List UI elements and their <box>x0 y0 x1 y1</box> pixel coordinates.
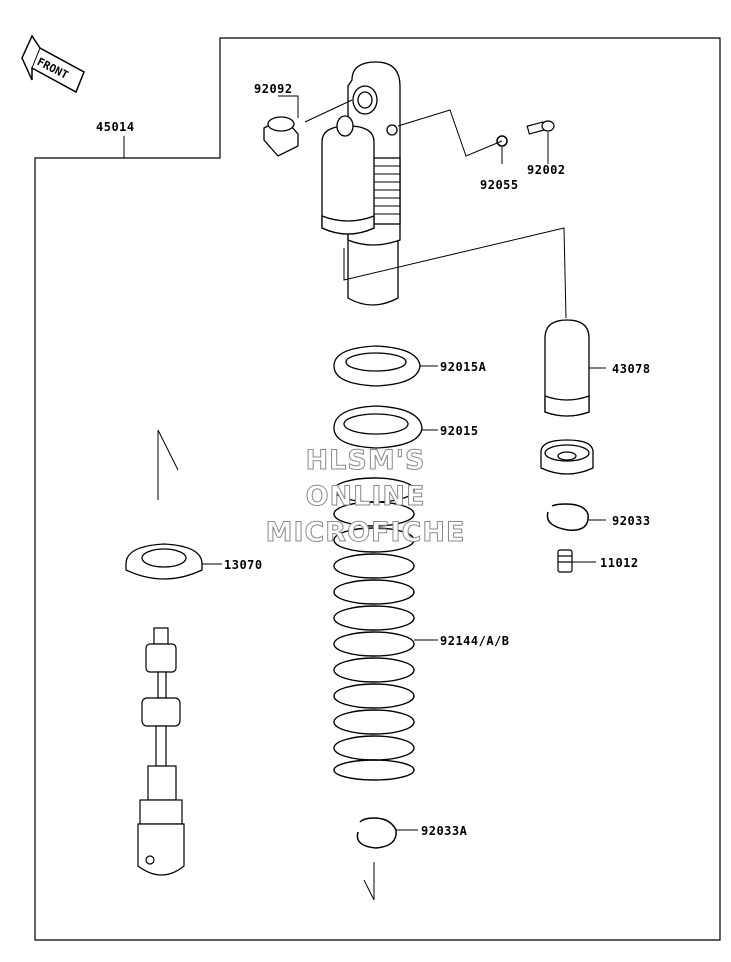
leader-lines <box>123 95 606 831</box>
snap-ring-92033 <box>546 503 589 531</box>
watermark-line-1: HLSM'S <box>305 445 426 476</box>
o-ring-92055 <box>496 135 508 147</box>
part-label-13070[interactable]: 13070 <box>224 558 263 572</box>
spring-nut-92015A <box>333 345 421 387</box>
watermark-line-3: MICROFICHE <box>265 517 466 548</box>
part-label-92015[interactable]: 92015 <box>440 424 479 438</box>
part-label-92144[interactable]: 92144/A/B <box>440 634 510 648</box>
shock-body <box>321 61 401 306</box>
part-label-92055[interactable]: 92055 <box>480 178 519 192</box>
snap-ring-92033A <box>356 817 397 849</box>
spring-92144 <box>333 477 415 781</box>
damper-rod <box>137 627 185 876</box>
part-label-43078[interactable]: 43078 <box>612 362 651 376</box>
reservoir-cap <box>540 439 594 475</box>
guide-mark <box>363 879 375 901</box>
part-label-92092[interactable]: 92092 <box>254 82 293 96</box>
collar-92092 <box>263 116 299 157</box>
valve-cap-11012 <box>557 549 573 573</box>
part-label-92015A[interactable]: 92015A <box>440 360 487 374</box>
part-label-92033A[interactable]: 92033A <box>421 824 468 838</box>
part-label-11012[interactable]: 11012 <box>600 556 639 570</box>
part-label-92033[interactable]: 92033 <box>612 514 651 528</box>
bladder-43078 <box>544 319 590 417</box>
spring-seat-13070 <box>125 543 203 580</box>
part-label-45014[interactable]: 45014 <box>96 120 135 134</box>
guide-mark <box>157 429 179 471</box>
front-arrow-icon <box>21 34 85 94</box>
watermark-line-2: ONLINE <box>305 481 426 512</box>
spring-nut-92015 <box>333 405 423 449</box>
bolt-92002 <box>526 120 555 135</box>
part-label-92002[interactable]: 92002 <box>527 163 566 177</box>
assembly-frame <box>34 37 721 941</box>
